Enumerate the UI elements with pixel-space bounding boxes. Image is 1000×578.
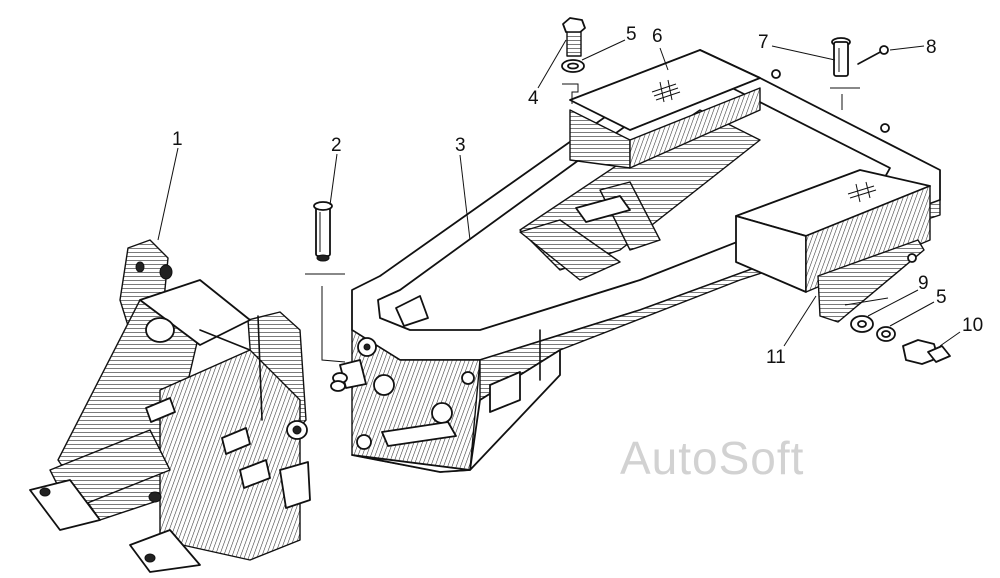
- leader-lines: [157, 39, 961, 347]
- callout-1: 1: [172, 129, 183, 150]
- bolt-4-part: [562, 17, 586, 57]
- bolt-10-part: [902, 339, 951, 365]
- callout-4: 4: [528, 88, 539, 109]
- washer-9-part: [850, 315, 874, 333]
- side-box-part: [735, 169, 931, 323]
- pin-part: [313, 201, 333, 262]
- callout-5-right: 5: [936, 287, 947, 308]
- cover-plate-part: [569, 49, 761, 169]
- grid-mark-icon: [651, 79, 681, 103]
- front-bracket-part: [29, 239, 311, 573]
- washer-5-part: [561, 59, 585, 73]
- assembly-indicator-lines: [305, 83, 889, 363]
- callout-5-top: 5: [626, 24, 637, 45]
- callout-10: 10: [962, 315, 983, 336]
- washer-5b-part: [876, 326, 896, 342]
- grid-mark-icon: [847, 181, 877, 203]
- callout-9: 9: [918, 273, 929, 294]
- callout-numbers: 1 2 3 4 5 6 7 8 9 5 10 11: [172, 24, 983, 368]
- callout-6: 6: [652, 26, 663, 47]
- callout-7: 7: [758, 32, 769, 53]
- autosoft-watermark: AutoSoft: [620, 432, 804, 484]
- callout-11: 11: [766, 347, 786, 368]
- cotter-pin-8-part: [857, 45, 889, 65]
- pin-7-part: [831, 37, 851, 77]
- callout-3: 3: [455, 135, 466, 156]
- callout-8: 8: [926, 37, 937, 58]
- callout-2: 2: [331, 135, 342, 156]
